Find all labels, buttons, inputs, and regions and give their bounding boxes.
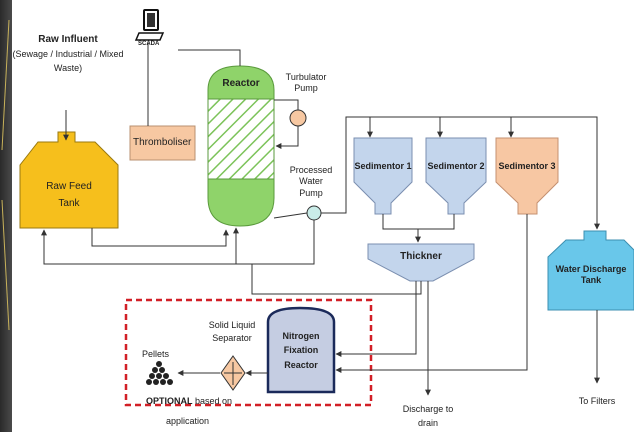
sedimentor-2-label: Sedimentor 2 xyxy=(427,161,485,171)
water-discharge-tank-line1: Water Discharge xyxy=(555,264,627,274)
thromboliser-label: Thromboliser xyxy=(133,137,192,148)
thickner-label: Thickner xyxy=(400,251,442,262)
turbulator-pump-icon xyxy=(289,109,307,127)
sedimentor-1-vessel xyxy=(353,137,413,215)
nitrogen-fixation-reactor-label: Nitrogen Fixation Reactor xyxy=(283,331,320,371)
sedimentor-1-label: Sedimentor 1 xyxy=(354,161,412,171)
turbulator-pump-label: Turbulator Pump xyxy=(286,72,327,95)
raw-feed-tank-label: Raw Feed Tank xyxy=(46,181,92,210)
sedimentor-2-vessel xyxy=(425,137,487,215)
solid-liquid-separator-icon xyxy=(220,355,246,391)
raw-influent-line2: Waste) xyxy=(53,62,83,73)
optional-note-bold: OPTIONAL xyxy=(146,396,193,406)
nitrogen-fixation-line2: Fixation xyxy=(283,345,319,356)
raw-feed-tank xyxy=(19,131,119,229)
nitrogen-fixation-line1: Nitrogen xyxy=(282,331,320,341)
raw-influent-title: Raw Influent xyxy=(38,34,98,45)
nitrogen-fixation-reactor xyxy=(266,306,336,394)
raw-feed-tank-line1: Raw Feed xyxy=(46,181,92,192)
left-edge-decoration xyxy=(0,0,12,432)
processed-water-pump-line2: Water xyxy=(299,176,323,187)
scada-label: SCADA xyxy=(138,41,160,47)
discharge-to-drain-line1: Discharge to xyxy=(402,404,454,414)
water-discharge-tank xyxy=(547,230,634,311)
reactor-label: Reactor xyxy=(222,78,260,89)
processed-water-pump-icon xyxy=(306,205,322,221)
water-discharge-tank-line2: Tank xyxy=(580,275,602,286)
raw-feed-tank-line2: Tank xyxy=(58,197,80,209)
thickner-vessel xyxy=(367,243,475,282)
raw-influent-line1: (Sewage / Industrial / Mixed xyxy=(12,48,124,59)
solid-liquid-separator-label: Solid Liquid Separator xyxy=(209,320,256,345)
turbulator-pump-line1: Turbulator xyxy=(285,72,327,82)
optional-region-border xyxy=(124,298,373,407)
thromboliser-box xyxy=(129,125,196,161)
optional-note-rest: based on xyxy=(195,396,233,406)
to-filters-label: To Filters xyxy=(578,396,616,406)
solid-liquid-separator-line1: Solid Liquid xyxy=(208,320,256,330)
processed-water-pump-label: Processed Water Pump xyxy=(290,165,333,199)
reactor-vessel xyxy=(207,65,275,227)
discharge-to-drain-label: Discharge to drain xyxy=(403,404,454,430)
pellets-label: Pellets xyxy=(142,349,170,359)
turbulator-pump-line2: Pump xyxy=(294,83,318,94)
computer-icon xyxy=(134,9,165,41)
discharge-to-drain-line2: drain xyxy=(417,418,438,429)
processed-water-pump-line1: Processed xyxy=(289,165,333,175)
nitrogen-fixation-line3: Reactor xyxy=(284,359,318,370)
connection-lines xyxy=(41,42,600,396)
water-discharge-tank-label: Water Discharge Tank xyxy=(556,264,627,287)
optional-note-line2: application xyxy=(166,416,210,426)
sedimentor-3-vessel xyxy=(495,137,559,215)
raw-influent-label: Raw Influent (Sewage / Industrial / Mixe… xyxy=(12,34,123,74)
sedimentor-3-label: Sedimentor 3 xyxy=(498,161,556,171)
optional-note: OPTIONAL based on xyxy=(146,396,232,407)
solid-liquid-separator-line2: Separator xyxy=(212,333,252,344)
processed-water-pump-line3: Pump xyxy=(299,187,323,198)
pellets-icon xyxy=(146,361,173,385)
